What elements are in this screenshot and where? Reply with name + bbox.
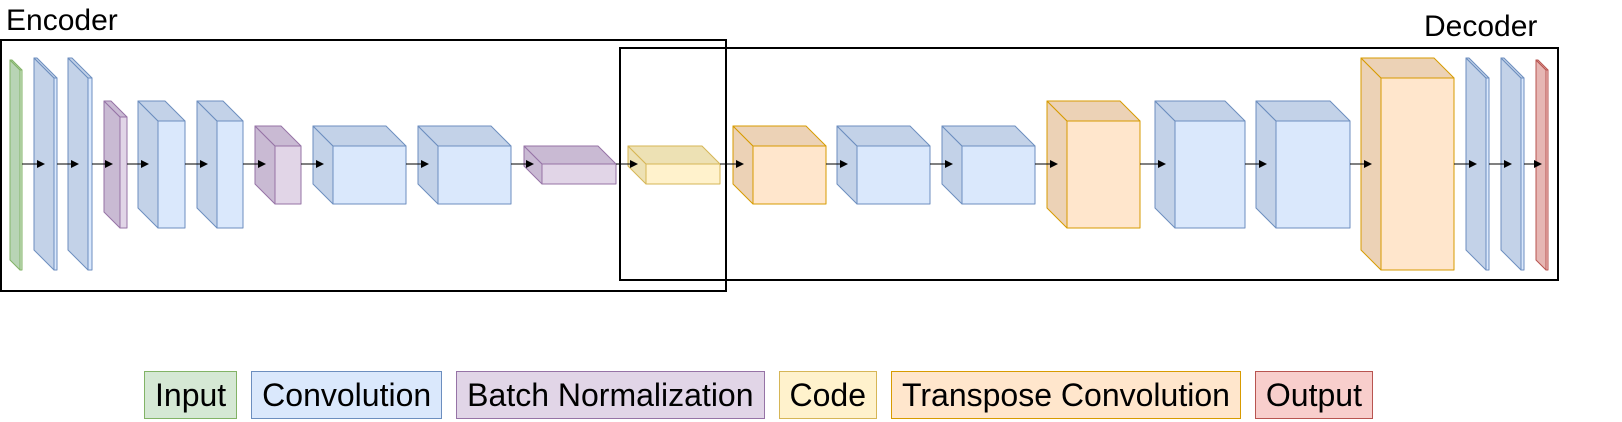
legend-item-bn: Batch Normalization <box>456 371 765 419</box>
transpose-convolution-layer <box>1360 57 1455 271</box>
layer-front-face <box>87 77 93 271</box>
layer-front-face <box>437 145 512 205</box>
convolution-layer <box>312 125 407 205</box>
legend-item-output: Output <box>1254 371 1373 419</box>
convolution-layer <box>33 57 58 271</box>
input-layer <box>9 59 23 271</box>
layer-front-face <box>752 145 827 205</box>
legend-label: Code <box>789 376 867 413</box>
layer-front-face <box>1066 120 1141 229</box>
legend-label: Output <box>1265 376 1362 413</box>
decoder-label: Decoder <box>1424 10 1538 43</box>
convolution-layer <box>941 125 1036 205</box>
layer-front-face <box>216 120 244 229</box>
legend-label: Convolution <box>262 376 432 413</box>
convolution-layer <box>1154 100 1246 229</box>
layer-side-face <box>1535 59 1547 271</box>
convolution-layer <box>417 125 512 205</box>
batch-normalization-layer <box>523 145 617 185</box>
layer-front-face <box>1520 77 1525 271</box>
encoder-group-box <box>0 39 727 292</box>
legend-label: Transpose Convolution <box>902 376 1230 413</box>
batch-normalization-layer <box>254 125 302 205</box>
legend-item-conv: Convolution <box>251 371 443 419</box>
layer-front-face <box>1380 77 1455 271</box>
layer-front-face <box>1174 120 1246 229</box>
encoder-label: Encoder <box>6 4 118 37</box>
transpose-convolution-layer <box>1046 100 1141 229</box>
code-layer <box>627 145 721 185</box>
layer-front-face <box>157 120 186 229</box>
layer-front-face <box>119 116 128 229</box>
layer-front-face <box>1545 69 1549 271</box>
layer-front-face <box>1275 120 1351 229</box>
legend-item-tconv: Transpose Convolution <box>891 371 1241 419</box>
layer-front-face <box>274 145 302 205</box>
layer-front-face <box>19 69 23 271</box>
layer-front-face <box>53 77 58 271</box>
legend-item-input: Input <box>144 371 238 419</box>
layer-front-face <box>645 163 721 185</box>
layer-front-face <box>961 145 1036 205</box>
layer-front-face <box>332 145 407 205</box>
layer-front-face <box>541 163 617 185</box>
legend: Input Convolution Batch Normalization Code T… <box>144 371 1373 421</box>
convolution-layer <box>836 125 931 205</box>
layer-front-face <box>856 145 931 205</box>
transpose-convolution-layer <box>732 125 827 205</box>
legend-item-code: Code <box>778 371 878 419</box>
output-layer <box>1535 59 1549 271</box>
convolution-layer <box>1255 100 1351 229</box>
legend-label: Input <box>155 376 227 413</box>
legend-label: Batch Normalization <box>467 376 754 413</box>
layer-front-face <box>1485 77 1490 271</box>
layer-side-face <box>9 59 21 271</box>
